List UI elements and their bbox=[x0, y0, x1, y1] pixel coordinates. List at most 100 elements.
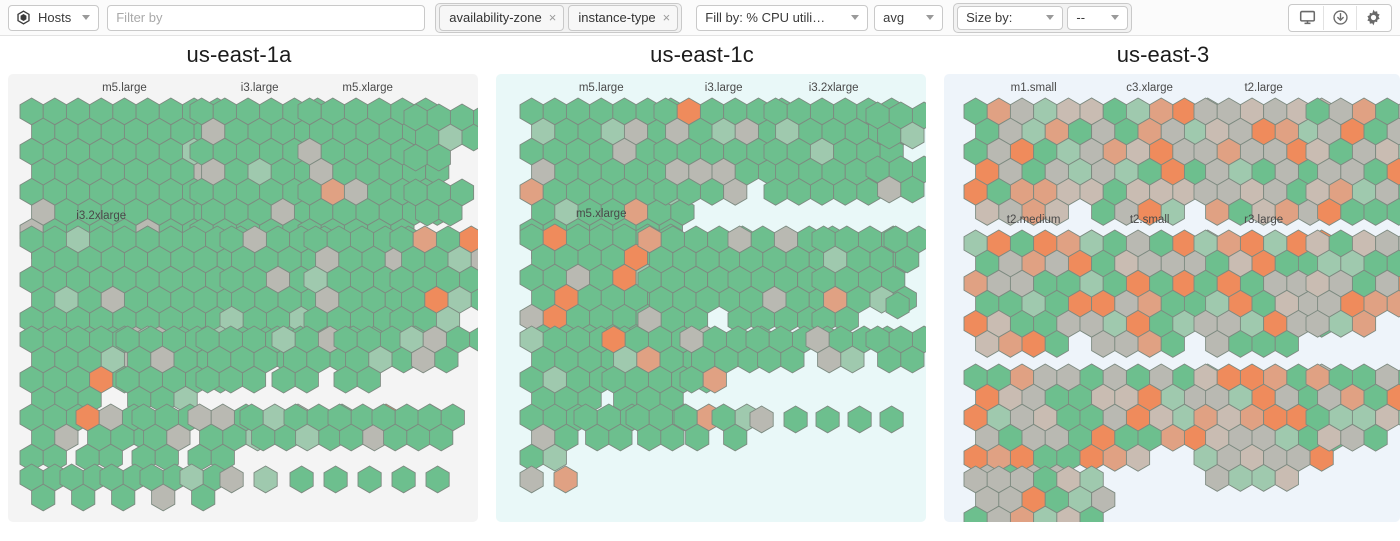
host-hexagon[interactable] bbox=[429, 423, 454, 452]
download-button[interactable] bbox=[1324, 5, 1357, 30]
host-hexagon[interactable] bbox=[660, 423, 685, 452]
host-hexagon[interactable] bbox=[98, 443, 123, 472]
host-hexagon[interactable] bbox=[438, 198, 463, 227]
host-hexagon[interactable] bbox=[963, 505, 988, 522]
host-group[interactable] bbox=[219, 465, 244, 494]
host-group[interactable] bbox=[179, 463, 227, 512]
host-hexagon[interactable] bbox=[553, 465, 578, 494]
host-hexagon[interactable] bbox=[1363, 423, 1388, 452]
host-group[interactable] bbox=[297, 97, 450, 246]
host-hexagon[interactable] bbox=[702, 365, 727, 394]
host-hexagon[interactable] bbox=[542, 443, 567, 472]
host-hexagon[interactable] bbox=[253, 465, 278, 494]
host-group[interactable] bbox=[885, 291, 910, 320]
host-hexagon[interactable] bbox=[986, 505, 1011, 522]
filter-input[interactable] bbox=[107, 4, 426, 31]
host-group[interactable] bbox=[59, 463, 107, 512]
host-hexagon[interactable] bbox=[1056, 505, 1081, 522]
host-hexagon[interactable] bbox=[111, 483, 136, 512]
host-hexagon[interactable] bbox=[840, 345, 865, 374]
host-group[interactable] bbox=[1305, 363, 1400, 452]
host-group[interactable] bbox=[357, 465, 382, 494]
host-hexagon[interactable] bbox=[815, 405, 840, 434]
host-group[interactable] bbox=[1193, 363, 1346, 492]
host-group[interactable] bbox=[815, 405, 840, 434]
host-group[interactable] bbox=[879, 405, 904, 434]
size-by-dropdown[interactable]: Size by: bbox=[957, 5, 1064, 30]
host-hexagon[interactable] bbox=[1160, 329, 1185, 358]
host-hexagon[interactable] bbox=[191, 483, 216, 512]
close-icon[interactable]: × bbox=[662, 10, 671, 25]
host-hexagon[interactable] bbox=[1125, 443, 1151, 472]
host-group[interactable] bbox=[865, 325, 926, 374]
host-hexagon[interactable] bbox=[780, 345, 805, 374]
host-hexagon[interactable] bbox=[685, 423, 710, 452]
host-hexagon[interactable] bbox=[434, 345, 459, 374]
host-hexagon[interactable] bbox=[426, 143, 451, 172]
host-group[interactable] bbox=[333, 325, 428, 394]
host-hexagon[interactable] bbox=[71, 483, 96, 512]
host-hexagon[interactable] bbox=[1351, 309, 1377, 338]
settings-button[interactable] bbox=[1357, 6, 1389, 30]
host-hexagon[interactable] bbox=[1160, 197, 1185, 226]
host-hexagon[interactable] bbox=[151, 483, 176, 512]
host-hexagon[interactable] bbox=[469, 326, 478, 353]
host-group[interactable] bbox=[99, 463, 147, 512]
hex-grid[interactable] bbox=[496, 74, 926, 522]
host-hexagon[interactable] bbox=[391, 465, 416, 494]
host-hexagon[interactable] bbox=[294, 365, 319, 394]
host-group[interactable] bbox=[399, 325, 478, 374]
host-hexagon[interactable] bbox=[470, 286, 478, 313]
tag-availability-zone[interactable]: availability-zone × bbox=[439, 4, 565, 31]
host-group[interactable] bbox=[1305, 229, 1400, 338]
host-hexagon[interactable] bbox=[783, 405, 808, 434]
host-group[interactable] bbox=[403, 103, 478, 172]
host-hexagon[interactable] bbox=[900, 121, 925, 150]
host-hexagon[interactable] bbox=[1009, 505, 1035, 522]
host-group[interactable] bbox=[19, 463, 67, 512]
host-hexagon[interactable] bbox=[1044, 329, 1069, 358]
host-group[interactable] bbox=[865, 101, 926, 150]
host-hexagon[interactable] bbox=[357, 465, 382, 494]
host-hexagon[interactable] bbox=[885, 291, 910, 320]
host-hexagon[interactable] bbox=[749, 405, 774, 434]
host-group[interactable] bbox=[519, 403, 591, 472]
host-group[interactable] bbox=[553, 465, 578, 494]
tag-instance-type[interactable]: instance-type × bbox=[568, 4, 679, 31]
host-group[interactable] bbox=[131, 403, 203, 472]
host-group[interactable] bbox=[417, 403, 465, 452]
host-group[interactable] bbox=[139, 463, 187, 512]
host-group[interactable] bbox=[749, 405, 774, 434]
host-hexagon[interactable] bbox=[1386, 289, 1400, 318]
host-hexagon[interactable] bbox=[425, 465, 450, 494]
host-hexagon[interactable] bbox=[461, 123, 478, 152]
display-button[interactable] bbox=[1291, 5, 1324, 30]
host-group[interactable] bbox=[289, 465, 314, 494]
host-group[interactable] bbox=[811, 225, 917, 334]
host-hexagon[interactable] bbox=[1044, 197, 1069, 226]
host-group[interactable] bbox=[323, 465, 348, 494]
host-group[interactable] bbox=[389, 225, 478, 334]
host-group[interactable] bbox=[1305, 97, 1400, 226]
host-hexagon[interactable] bbox=[323, 465, 348, 494]
host-hexagon[interactable] bbox=[895, 245, 920, 274]
host-group[interactable] bbox=[403, 178, 475, 227]
host-group[interactable] bbox=[19, 403, 91, 472]
aggregation-dropdown[interactable]: avg bbox=[874, 4, 944, 31]
host-group[interactable] bbox=[783, 405, 808, 434]
host-hexagon[interactable] bbox=[1033, 505, 1058, 522]
host-group[interactable] bbox=[847, 405, 872, 434]
host-hexagon[interactable] bbox=[356, 365, 381, 394]
host-group[interactable] bbox=[253, 465, 278, 494]
host-hexagon[interactable] bbox=[154, 443, 179, 472]
close-icon[interactable]: × bbox=[548, 10, 557, 25]
host-hexagon[interactable] bbox=[856, 177, 881, 206]
host-hexagon[interactable] bbox=[31, 483, 56, 512]
host-hexagon[interactable] bbox=[210, 443, 235, 472]
host-hexagon[interactable] bbox=[900, 175, 925, 204]
host-hexagon[interactable] bbox=[1079, 505, 1104, 522]
hex-grid[interactable] bbox=[944, 74, 1400, 522]
scope-dropdown-hosts[interactable]: Hosts bbox=[8, 4, 100, 31]
host-hexagon[interactable] bbox=[847, 405, 872, 434]
host-hexagon[interactable] bbox=[219, 465, 244, 494]
